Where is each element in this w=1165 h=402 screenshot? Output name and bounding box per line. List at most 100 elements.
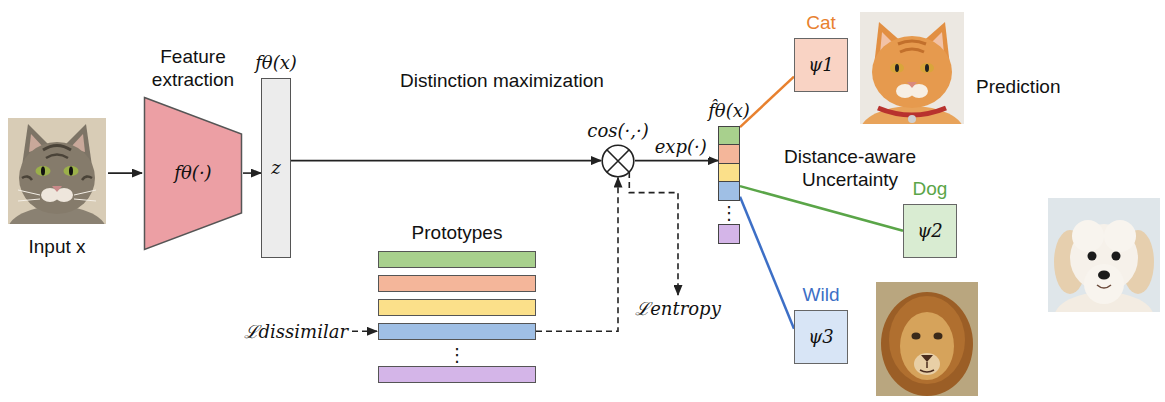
input-cat-photo-part	[82, 176, 92, 180]
prediction-cat-photo-part	[898, 41, 926, 52]
class-head: Wild ψ3	[790, 284, 852, 364]
head-symbol: ψ1	[808, 54, 834, 76]
output-heading: f̂θ(x)	[708, 100, 750, 122]
connector	[740, 186, 903, 231]
dog-photo-part	[1104, 220, 1136, 252]
dashed-arrow	[629, 172, 678, 295]
trapezoid-fill	[145, 97, 242, 249]
circle-cross	[607, 149, 629, 171]
loss-label: ℒdissimilar	[244, 321, 348, 343]
input-cat-photo-part	[18, 190, 96, 201]
lion-photo-part	[921, 355, 933, 362]
loss-label: ℒentropy	[635, 298, 721, 320]
similarity-cell	[718, 163, 740, 183]
dashed-arrow	[352, 330, 377, 332]
input-cat-photo-part	[8, 118, 106, 224]
lion-photo-part	[934, 333, 943, 340]
extractor-shape: fθ(·)	[143, 96, 243, 251]
input-cat-photo-part	[19, 142, 95, 214]
edge-label: exp(·)	[653, 136, 709, 158]
operator-heading: cos(·,·)	[587, 120, 648, 142]
input-cat-photo-part	[52, 186, 62, 192]
dog-photo-part	[1084, 264, 1124, 304]
uncertainty-box: ψ2	[903, 204, 957, 258]
similarity-cell	[718, 126, 740, 146]
dog-photo-part	[1097, 285, 1111, 288]
prototype-bar	[378, 366, 536, 383]
input-cat-photo	[8, 118, 106, 224]
similarity-column	[718, 126, 740, 244]
function-label: fθ(·)	[174, 162, 211, 184]
prediction-cat-photo-part	[907, 82, 917, 88]
input-cat-photo-part	[46, 155, 68, 159]
ellipsis: ⋮	[720, 204, 738, 222]
similarity-cell	[718, 144, 740, 164]
ellipsis: ⋮	[448, 346, 466, 364]
lion-photo-part	[914, 353, 940, 375]
prediction-cat-photo-part	[890, 63, 904, 73]
lion-photo-part	[889, 296, 965, 384]
similarity-cell	[718, 181, 740, 201]
dog-photo	[1048, 198, 1160, 312]
class-name: Wild	[803, 284, 840, 307]
input-arrow	[108, 172, 142, 174]
dog-photo-part	[1088, 252, 1097, 261]
class-head: Dog ψ2	[900, 178, 960, 258]
lion-photo-part	[920, 362, 934, 372]
section-title: Distinction maximization	[400, 70, 604, 93]
connector	[291, 160, 601, 162]
prediction-cat-photo-part	[860, 12, 964, 124]
dog-photo-part	[1098, 271, 1110, 280]
prototype-bar	[378, 275, 536, 292]
dashed-connector	[536, 178, 618, 332]
connector	[740, 197, 794, 329]
input-label: Input x	[8, 236, 106, 259]
output-label: Prediction	[976, 76, 1061, 99]
input-cat-photo-part	[43, 146, 71, 151]
feature-vector: fθ(x) z	[250, 52, 302, 258]
connector	[243, 172, 261, 174]
prediction-cat-photo-part	[920, 63, 934, 73]
head-symbol: ψ2	[917, 220, 943, 242]
stage-heading: Feature extraction	[143, 46, 243, 92]
prediction-cat-photo-part	[860, 106, 964, 124]
uncertainty-box: ψ3	[794, 310, 848, 364]
cosine-operator: cos(·,·)	[572, 120, 664, 178]
lion-photo-part	[912, 333, 921, 340]
prediction-cat-photo-part	[908, 115, 916, 123]
lion-photo-part	[881, 292, 973, 396]
input-cat-photo-part	[22, 176, 32, 180]
input-cat-photo-part	[36, 166, 51, 176]
class-head: Cat ψ1	[790, 12, 852, 92]
vector-symbol: z	[271, 157, 280, 179]
lion-photo-part	[876, 282, 978, 396]
feature-extractor: Feature extraction fθ(·)	[143, 46, 243, 251]
prototype-bar	[378, 299, 536, 316]
prediction-cat-photo-part	[925, 64, 929, 72]
input-cat-photo-part	[69, 167, 73, 176]
vector-heading: fθ(x)	[255, 52, 297, 74]
prediction-cat-photo-part	[872, 36, 952, 108]
class-name: Cat	[806, 12, 836, 35]
connector	[635, 160, 718, 162]
prediction-cat-photo-part	[878, 108, 946, 115]
prediction-cat-photo	[860, 12, 964, 124]
dog-photo-part	[1112, 252, 1121, 261]
similarity-cell	[718, 224, 740, 244]
prototype-bar	[378, 323, 536, 340]
cosine-circle	[601, 144, 635, 178]
feature-bar: z	[261, 78, 291, 258]
class-name: Dog	[913, 178, 948, 201]
prototype-bar	[378, 251, 536, 268]
section-title: Distance-aware Uncertainty	[762, 146, 938, 192]
input-cat-photo-part	[41, 167, 45, 176]
lion-photo-part	[900, 312, 954, 380]
lion-photo	[876, 282, 978, 396]
circle-outline	[602, 145, 634, 177]
input-cat-photo-part	[64, 166, 79, 176]
prototype-heading: Prototypes	[412, 222, 503, 245]
uncertainty-box: ψ1	[794, 38, 848, 92]
dog-photo-part	[1072, 220, 1104, 252]
head-symbol: ψ3	[808, 326, 834, 348]
